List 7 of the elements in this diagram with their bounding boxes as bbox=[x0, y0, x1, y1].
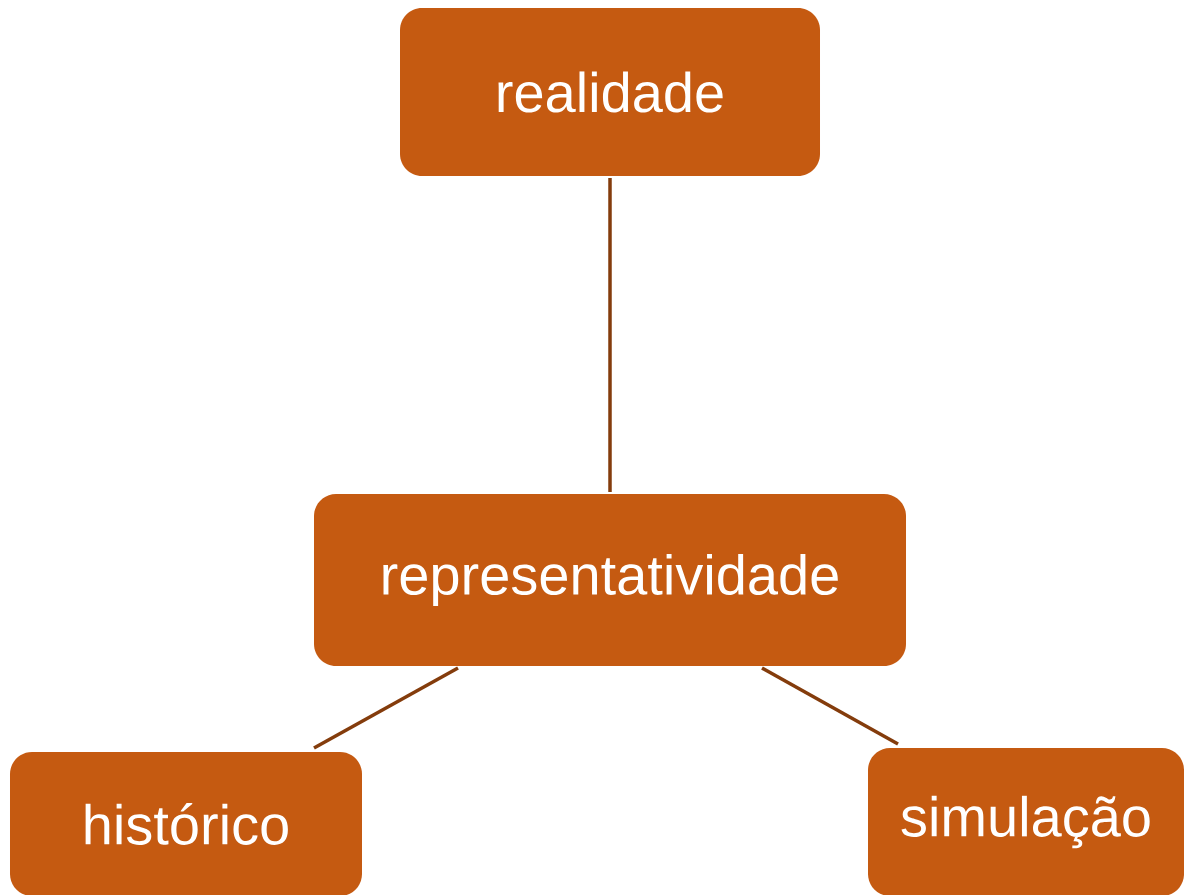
process-box: realidade bbox=[400, 8, 820, 176]
connector-line bbox=[608, 178, 612, 492]
connector-line bbox=[761, 666, 899, 746]
process-box: histórico bbox=[10, 752, 362, 895]
process-box: simulação bbox=[868, 748, 1184, 895]
connector-line bbox=[313, 666, 459, 750]
process-box: representatividade bbox=[314, 494, 906, 666]
